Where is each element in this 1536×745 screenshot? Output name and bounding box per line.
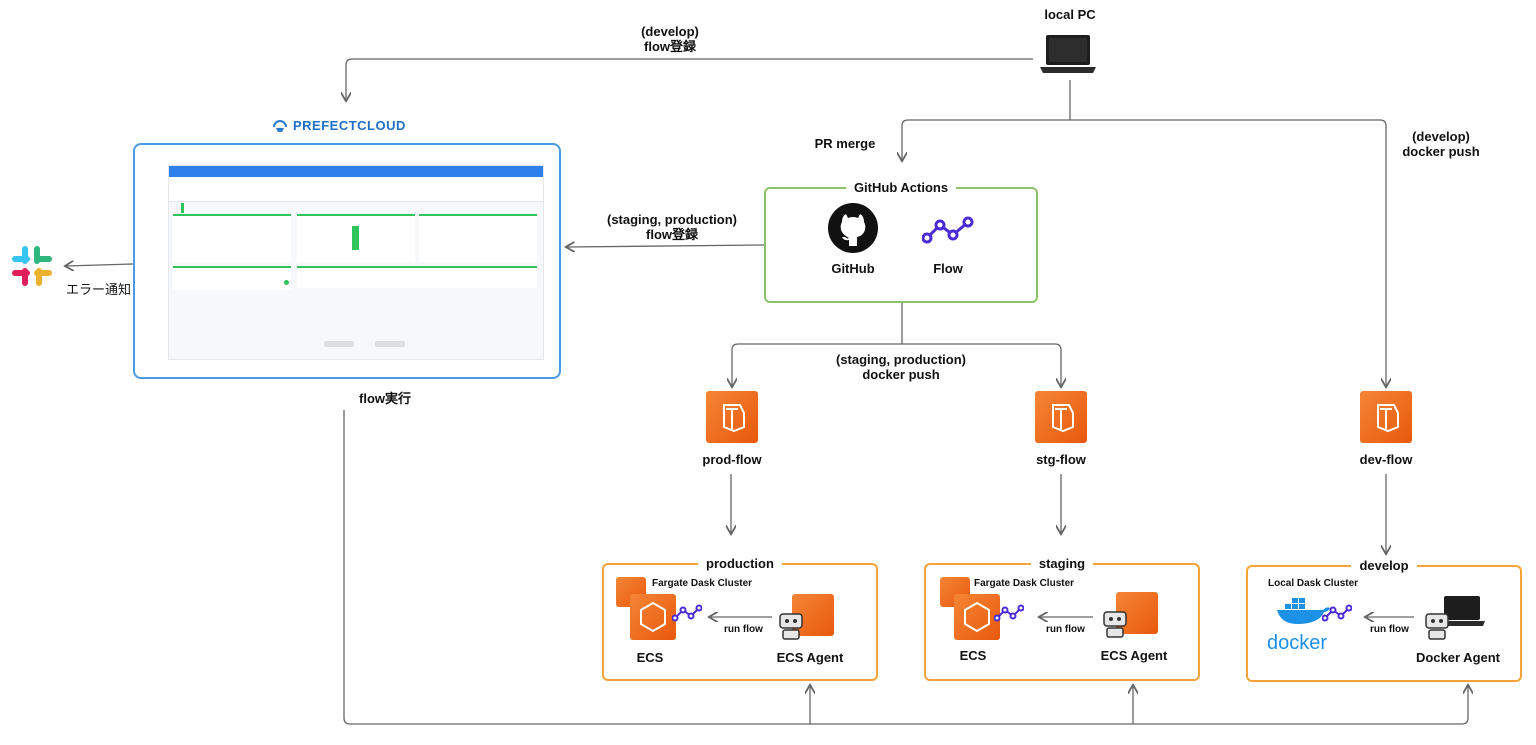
flow-icon — [994, 604, 1024, 622]
pr-merge-label: PR merge — [814, 136, 876, 151]
ecs-icon — [630, 594, 676, 640]
ecs-label: ECS — [636, 650, 664, 665]
staging-prod-flow-register-label: (staging, production) flow登録 — [607, 212, 737, 242]
dev-flow-label: dev-flow — [1359, 452, 1413, 467]
prod-flow-label: prod-flow — [702, 452, 762, 467]
run-flow-label: run flow — [1370, 624, 1409, 635]
ecr-icon — [1035, 391, 1087, 443]
slack-icon — [12, 246, 52, 286]
robot-agent-icon — [1103, 611, 1127, 638]
laptop-icon — [1040, 35, 1096, 73]
prefect-logo-icon — [273, 119, 287, 132]
fargate-cluster-label: Fargate Dask Cluster — [974, 578, 1075, 589]
robot-agent-icon — [779, 613, 803, 640]
ecr-icon — [1360, 391, 1412, 443]
github-label: GitHub — [831, 261, 875, 276]
flow-icon — [922, 216, 974, 244]
fargate-cluster-label: Fargate Dask Cluster — [652, 578, 753, 589]
run-flow-label: run flow — [724, 624, 763, 635]
staging-env-box: staging — [924, 556, 1200, 681]
ecs-agent-label: ECS Agent — [776, 650, 844, 665]
ecs-agent-label: ECS Agent — [1100, 648, 1168, 663]
production-title: production — [698, 556, 782, 571]
flow-run-label: flow実行 — [359, 391, 411, 406]
develop-env-box: develop — [1246, 558, 1522, 682]
ecr-icon — [706, 391, 758, 443]
local-pc-label: local PC — [1044, 7, 1096, 22]
staging-prod-docker-push-label: (staging, production) docker push — [836, 352, 966, 382]
docker-icon — [1277, 598, 1330, 624]
stg-flow-label: stg-flow — [1036, 452, 1086, 467]
prefect-dashboard-screenshot — [168, 165, 544, 360]
ecs-label: ECS — [959, 648, 987, 663]
prefect-cloud-logo: PREFECTCLOUD — [272, 118, 406, 133]
robot-agent-icon — [1425, 613, 1449, 640]
laptop-icon — [1439, 596, 1485, 626]
develop-title: develop — [1351, 558, 1417, 573]
docker-agent-label: Docker Agent — [1415, 650, 1501, 665]
run-flow-label: run flow — [1046, 624, 1085, 635]
github-actions-box: GitHub Actions — [764, 180, 1038, 303]
error-notify-label: エラー通知 — [66, 282, 132, 297]
staging-title: staging — [1030, 556, 1094, 571]
github-icon — [828, 203, 878, 253]
docker-wordmark: docker — [1267, 632, 1328, 654]
flow-icon — [1322, 604, 1352, 622]
flow-icon — [672, 604, 702, 622]
production-env-box: production — [602, 556, 878, 681]
ecs-icon — [954, 594, 1000, 640]
develop-docker-push-label: (develop) docker push — [1402, 129, 1480, 159]
github-actions-title: GitHub Actions — [845, 180, 957, 195]
flow-label: Flow — [933, 261, 963, 276]
local-dask-cluster-label: Local Dask Cluster — [1268, 578, 1359, 589]
develop-flow-register-label: (develop) flow登録 — [641, 24, 699, 54]
